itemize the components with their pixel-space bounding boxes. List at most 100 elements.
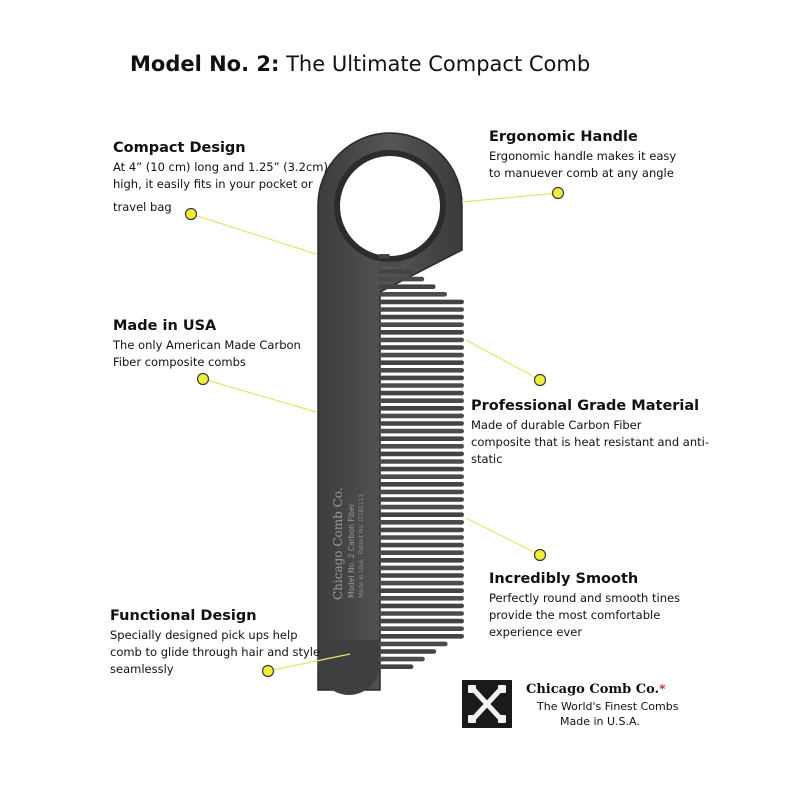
callout-body: At 4” (10 cm) long and 1.25” (3.2cm) hig… xyxy=(113,159,343,216)
dot-professional xyxy=(533,373,547,387)
comb-engraving: Chicago Comb Co. Model No. 2 Carbon Fibe… xyxy=(331,487,365,600)
callout-line: to manuever comb at any angle xyxy=(489,166,674,180)
title-bold: Model No. 2: xyxy=(130,52,280,76)
comb-tine xyxy=(378,565,464,571)
comb-tine xyxy=(378,482,464,487)
engraving-model: Model No. 2 Carbon Fiber xyxy=(347,502,356,598)
comb-tine xyxy=(378,444,464,449)
comb-tine xyxy=(378,428,464,434)
logo-star: * xyxy=(659,682,666,696)
comb-tine xyxy=(378,337,464,343)
callout-body: Perfectly round and smooth tines provide… xyxy=(489,590,729,641)
comb-tine xyxy=(378,489,464,495)
callout-heading: Made in USA xyxy=(113,318,217,334)
comb-tine xyxy=(378,322,464,327)
comb-tines xyxy=(378,254,464,669)
comb-tine xyxy=(378,497,464,502)
leader-compact xyxy=(190,213,317,255)
callout-heading: Professional Grade Material xyxy=(471,398,700,414)
callout-dots xyxy=(184,186,565,678)
comb-tine xyxy=(378,269,413,274)
callout-body: Made of durable Carbon Fiber composite t… xyxy=(471,417,721,468)
comb-tine xyxy=(378,368,464,373)
leader-lines xyxy=(190,192,559,672)
callout-functional-design: Functional Design Specially designed pic… xyxy=(110,608,340,678)
dot-compact xyxy=(184,207,198,221)
callout-line: seamlessly xyxy=(110,662,174,676)
callout-line: Ergonomic handle makes it easy xyxy=(489,149,677,163)
callout-line: high, it easily fits in your pocket or xyxy=(113,177,313,191)
comb-tine xyxy=(378,520,464,525)
comb-tine xyxy=(378,352,464,358)
page-title: Model No. 2: The Ultimate Compact Comb xyxy=(130,52,590,76)
comb-tine xyxy=(378,459,464,464)
logo-made-in: Made in U.S.A. xyxy=(560,715,640,728)
callout-heading: Functional Design xyxy=(110,608,257,624)
logo-name-text: Chicago Comb Co. xyxy=(526,682,660,697)
comb-tine xyxy=(378,527,464,533)
comb-tine xyxy=(378,573,464,578)
callout-incredibly-smooth: Incredibly Smooth Perfectly round and sm… xyxy=(489,571,729,641)
callout-heading: Incredibly Smooth xyxy=(489,571,639,587)
comb-tine xyxy=(378,261,402,267)
callout-line: experience ever xyxy=(489,625,583,639)
comb-tine xyxy=(378,451,464,457)
callout-line: At 4” (10 cm) long and 1.25” (3.2cm) xyxy=(113,160,328,174)
comb-tine xyxy=(378,535,464,540)
comb-tine xyxy=(378,618,464,624)
comb-tine xyxy=(378,542,464,548)
comb-tine xyxy=(378,330,464,335)
callout-body: Specially designed pick ups help comb to… xyxy=(110,627,340,678)
title-rest: The Ultimate Compact Comb xyxy=(279,52,591,76)
callout-body: Ergonomic handle makes it easy to manuev… xyxy=(489,148,729,182)
comb-tine xyxy=(378,406,464,411)
comb-tine xyxy=(378,292,447,297)
brand-logo: Chicago Comb Co.* The World's Finest Com… xyxy=(462,678,702,730)
callout-compact-design: Compact Design At 4” (10 cm) long and 1.… xyxy=(113,140,343,216)
comb-tine xyxy=(378,284,436,289)
comb-tine xyxy=(378,580,464,586)
callout-heading: Compact Design xyxy=(113,140,246,156)
callout-line: static xyxy=(471,452,503,466)
comb-tine xyxy=(378,390,464,396)
callout-line: composite that is heat resistant and ant… xyxy=(471,435,709,449)
comb-tine xyxy=(378,345,464,350)
callout-line: provide the most comfortable xyxy=(489,608,661,622)
comb-tine xyxy=(378,474,464,479)
comb-body xyxy=(317,132,463,691)
comb-tine xyxy=(378,634,464,639)
engraving-brand: Chicago Comb Co. xyxy=(331,487,345,600)
comb-tine xyxy=(378,611,464,616)
dot-ergonomic xyxy=(551,186,565,200)
comb-tine xyxy=(378,504,464,510)
comb-tine xyxy=(378,398,464,403)
comb-tine xyxy=(378,656,425,662)
comb-tine xyxy=(378,664,414,669)
callout-line: Perfectly round and smooth tines xyxy=(489,591,681,605)
leader-smooth xyxy=(465,517,541,556)
dot-functional xyxy=(261,664,275,678)
callout-professional-grade: Professional Grade Material Made of dura… xyxy=(471,398,721,468)
crossed-combs-icon xyxy=(462,680,512,728)
comb-tine xyxy=(378,299,464,305)
comb-tine xyxy=(378,254,390,259)
callout-line: The only American Made Carbon xyxy=(113,338,301,352)
comb-handle-hole xyxy=(334,150,446,262)
logo-tagline: The World's Finest Combs xyxy=(537,700,679,713)
comb-tine xyxy=(378,276,425,282)
callout-line: Fiber composite combs xyxy=(113,355,246,369)
comb-tine xyxy=(378,603,464,609)
leader-professional xyxy=(465,339,541,381)
comb-tine xyxy=(378,375,464,381)
engraving-origin: Made in USA · Patent No. D782111 xyxy=(358,494,365,598)
comb-tine xyxy=(378,436,464,441)
comb-tine xyxy=(378,466,464,472)
leader-ergonomic xyxy=(461,192,559,203)
callout-ergonomic-handle: Ergonomic Handle Ergonomic handle makes … xyxy=(489,129,729,182)
callout-line: Made of durable Carbon Fiber xyxy=(471,418,642,432)
callout-line: travel bag xyxy=(113,200,172,214)
callout-line: Specially designed pick ups help xyxy=(110,628,298,642)
comb-tine xyxy=(378,550,464,555)
comb-tine xyxy=(378,307,464,312)
